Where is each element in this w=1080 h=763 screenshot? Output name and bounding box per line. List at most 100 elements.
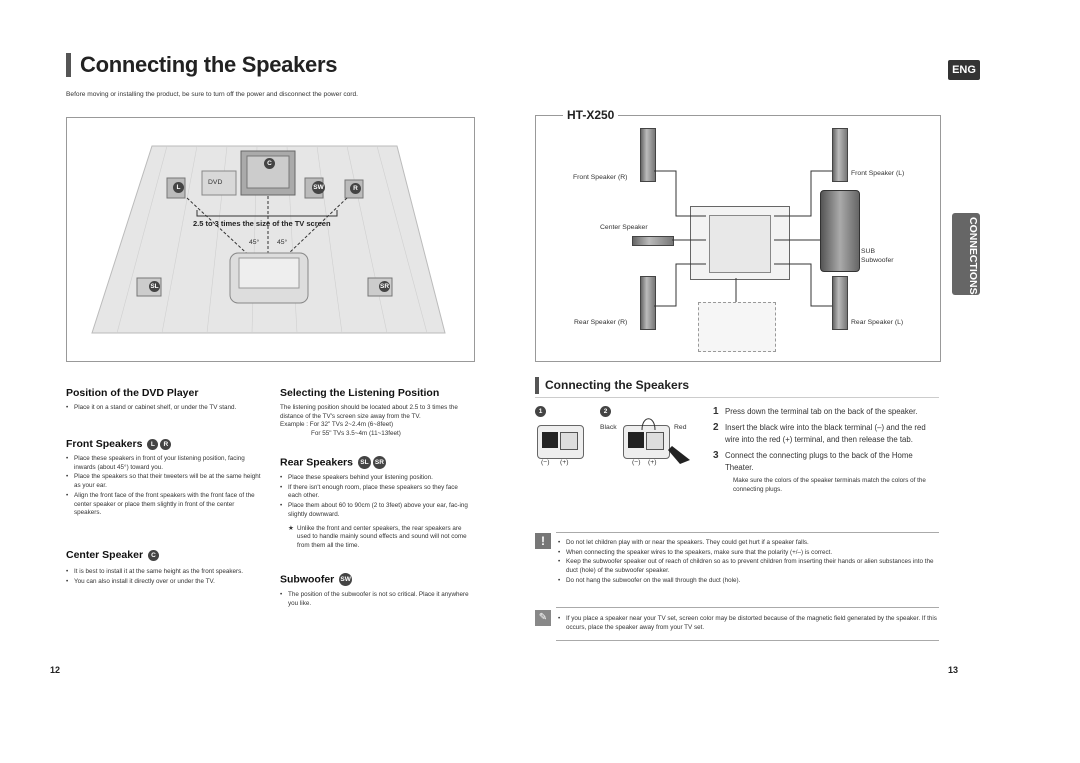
step-2-text: Insert the black wire into the black ter… xyxy=(725,423,926,444)
note-divider-bottom xyxy=(556,640,939,641)
center-speaker-heading-text: Center Speaker xyxy=(66,549,144,561)
center-speaker-heading: Center Speaker C xyxy=(66,549,261,561)
front-right-speaker-image xyxy=(640,128,656,182)
subwoofer-heading: Subwoofer SW xyxy=(280,573,472,586)
dvd-player-bullet: Place it on a stand or cabinet shelf, or… xyxy=(66,404,261,413)
subwoofer-label: Subwoofer xyxy=(861,257,894,264)
right-badge: R xyxy=(350,183,361,194)
center-speaker-bullet: It is best to install it at the same hei… xyxy=(66,568,261,577)
rear-left-badge: SL xyxy=(357,456,371,469)
caution-item: When connecting the speaker wires to the… xyxy=(558,549,940,558)
rear-speakers-bullet: Place them about 60 to 90cm (2 to 3feet)… xyxy=(280,502,472,519)
step-3: 3 Connect the connecting plugs to the ba… xyxy=(713,450,938,474)
red-wire-label: Red xyxy=(674,424,687,431)
page-title: Connecting the Speakers xyxy=(80,52,338,77)
front-left-badge: L xyxy=(147,438,159,450)
connection-diagram: Front Speaker (R) Front Speaker (L) Cent… xyxy=(535,115,941,362)
room-layout-diagram: C DVD L SW R 2.5 to 3 times the size of … xyxy=(66,117,475,362)
rear-speakers-bullet: Place these speakers behind your listeni… xyxy=(280,474,472,483)
front-speaker-l-label: Front Speaker (L) xyxy=(851,170,905,177)
section-heading: Connecting the Speakers xyxy=(545,378,690,392)
home-theater-unit xyxy=(698,302,776,352)
title-accent-bar xyxy=(66,53,71,77)
angle-left-label: 45° xyxy=(249,239,260,246)
caution-list: Do not let children play with or near th… xyxy=(558,539,940,587)
wiring-lines xyxy=(654,170,832,307)
step-1-marker: 1 xyxy=(535,406,546,417)
rear-speakers-note: ★ Unlike the front and center speakers, … xyxy=(280,525,472,551)
steps-list: 1 Press down the terminal tab on the bac… xyxy=(713,406,938,494)
connections-side-tab xyxy=(952,213,980,295)
dvd-player-section: Position of the DVD Player Place it on a… xyxy=(66,387,261,414)
center-speaker-label: Center Speaker xyxy=(600,224,648,231)
subwoofer-heading-badge: SW xyxy=(339,573,353,586)
note-divider-top xyxy=(556,607,939,608)
listening-position-heading: Selecting the Listening Position xyxy=(280,387,440,399)
front-speakers-heading-text: Front Speakers xyxy=(66,438,143,450)
note-section: If you place a speaker near your TV set,… xyxy=(558,615,938,633)
front-left-speaker-image xyxy=(832,128,848,182)
step-1-text: Press down the terminal tab on the back … xyxy=(725,407,918,416)
terminal-illustration-2 xyxy=(623,425,670,459)
front-right-badge: R xyxy=(160,438,172,450)
intro-text: Before moving or installing the product,… xyxy=(66,91,359,98)
listening-example-2: For 55" TVs 3.5~4m (11~13feet) xyxy=(311,430,401,438)
center-heading-badge: C xyxy=(147,549,159,561)
step-3-number: 3 xyxy=(713,450,719,461)
subwoofer-badge: SW xyxy=(312,181,325,194)
subwoofer-section: Subwoofer SW The position of the subwoof… xyxy=(280,573,472,609)
caution-item: Do not let children play with or near th… xyxy=(558,539,940,548)
listening-position-section: Selecting the Listening Position The lis… xyxy=(280,387,472,439)
subwoofer-image xyxy=(820,190,860,272)
caution-item: Do not hang the subwoofer on the wall th… xyxy=(558,577,940,586)
step-1: 1 Press down the terminal tab on the bac… xyxy=(713,406,938,418)
left-badge: L xyxy=(173,182,184,193)
rear-speaker-r-label: Rear Speaker (R) xyxy=(574,319,628,326)
asterisk-icon: ★ xyxy=(288,524,294,532)
sub-label: SUB xyxy=(861,248,875,255)
center-badge: C xyxy=(264,158,275,169)
model-name: HT-X250 xyxy=(563,108,619,122)
connections-side-tab-label: CONNECTIONS xyxy=(967,217,979,295)
language-badge: ENG xyxy=(948,60,980,80)
front-speakers-bullet: Place these speakers in front of your li… xyxy=(66,455,261,472)
plus-label-1: (+) xyxy=(560,459,569,466)
note-item: If you place a speaker near your TV set,… xyxy=(558,615,938,632)
plus-label-2: (+) xyxy=(648,459,657,466)
insert-arrow-icon xyxy=(668,446,690,464)
page-number-right: 13 xyxy=(948,665,959,675)
front-speakers-section: Front Speakers LR Place these speakers i… xyxy=(66,438,261,519)
dvd-player xyxy=(201,170,237,196)
front-speakers-bullet: Place the speakers so that their tweeter… xyxy=(66,473,261,490)
dvd-player-heading: Position of the DVD Player xyxy=(66,387,199,399)
minus-label-2: (−) xyxy=(632,459,641,466)
rear-speakers-heading-text: Rear Speakers xyxy=(280,456,353,469)
surround-right-badge: SR xyxy=(379,281,390,292)
caution-item: Keep the subwoofer speaker out of reach … xyxy=(558,558,940,575)
center-speaker-section: Center Speaker C It is best to install i… xyxy=(66,549,261,587)
step-2-marker: 2 xyxy=(600,406,611,417)
step-2: 2 Insert the black wire into the black t… xyxy=(713,422,938,446)
section-accent-bar xyxy=(535,377,539,394)
listening-example-1: Example : For 32" TVs 2~2.4m (6~8feet) xyxy=(280,421,394,429)
caution-divider-top xyxy=(556,532,939,533)
minus-label-1: (−) xyxy=(541,459,550,466)
front-speakers-bullet: Align the front face of the front speake… xyxy=(66,492,261,518)
surround-left-badge: SL xyxy=(149,281,160,292)
dvd-label: DVD xyxy=(208,179,223,186)
step-note: Make sure the colors of the speaker term… xyxy=(733,477,926,493)
terminal-illustration-1 xyxy=(537,425,584,459)
step-2-number: 2 xyxy=(713,422,719,433)
center-speaker-bullet: You can also install it directly over or… xyxy=(66,578,261,587)
caution-icon: ! xyxy=(535,533,551,549)
rear-right-speaker-image xyxy=(640,276,656,330)
page-number-left: 12 xyxy=(50,665,61,675)
note-pencil-icon: ✎ xyxy=(535,610,551,626)
front-speaker-r-label: Front Speaker (R) xyxy=(573,174,628,181)
center-speaker-image xyxy=(632,236,674,246)
rear-panel-image xyxy=(690,206,790,280)
rear-left-speaker-image xyxy=(832,276,848,330)
